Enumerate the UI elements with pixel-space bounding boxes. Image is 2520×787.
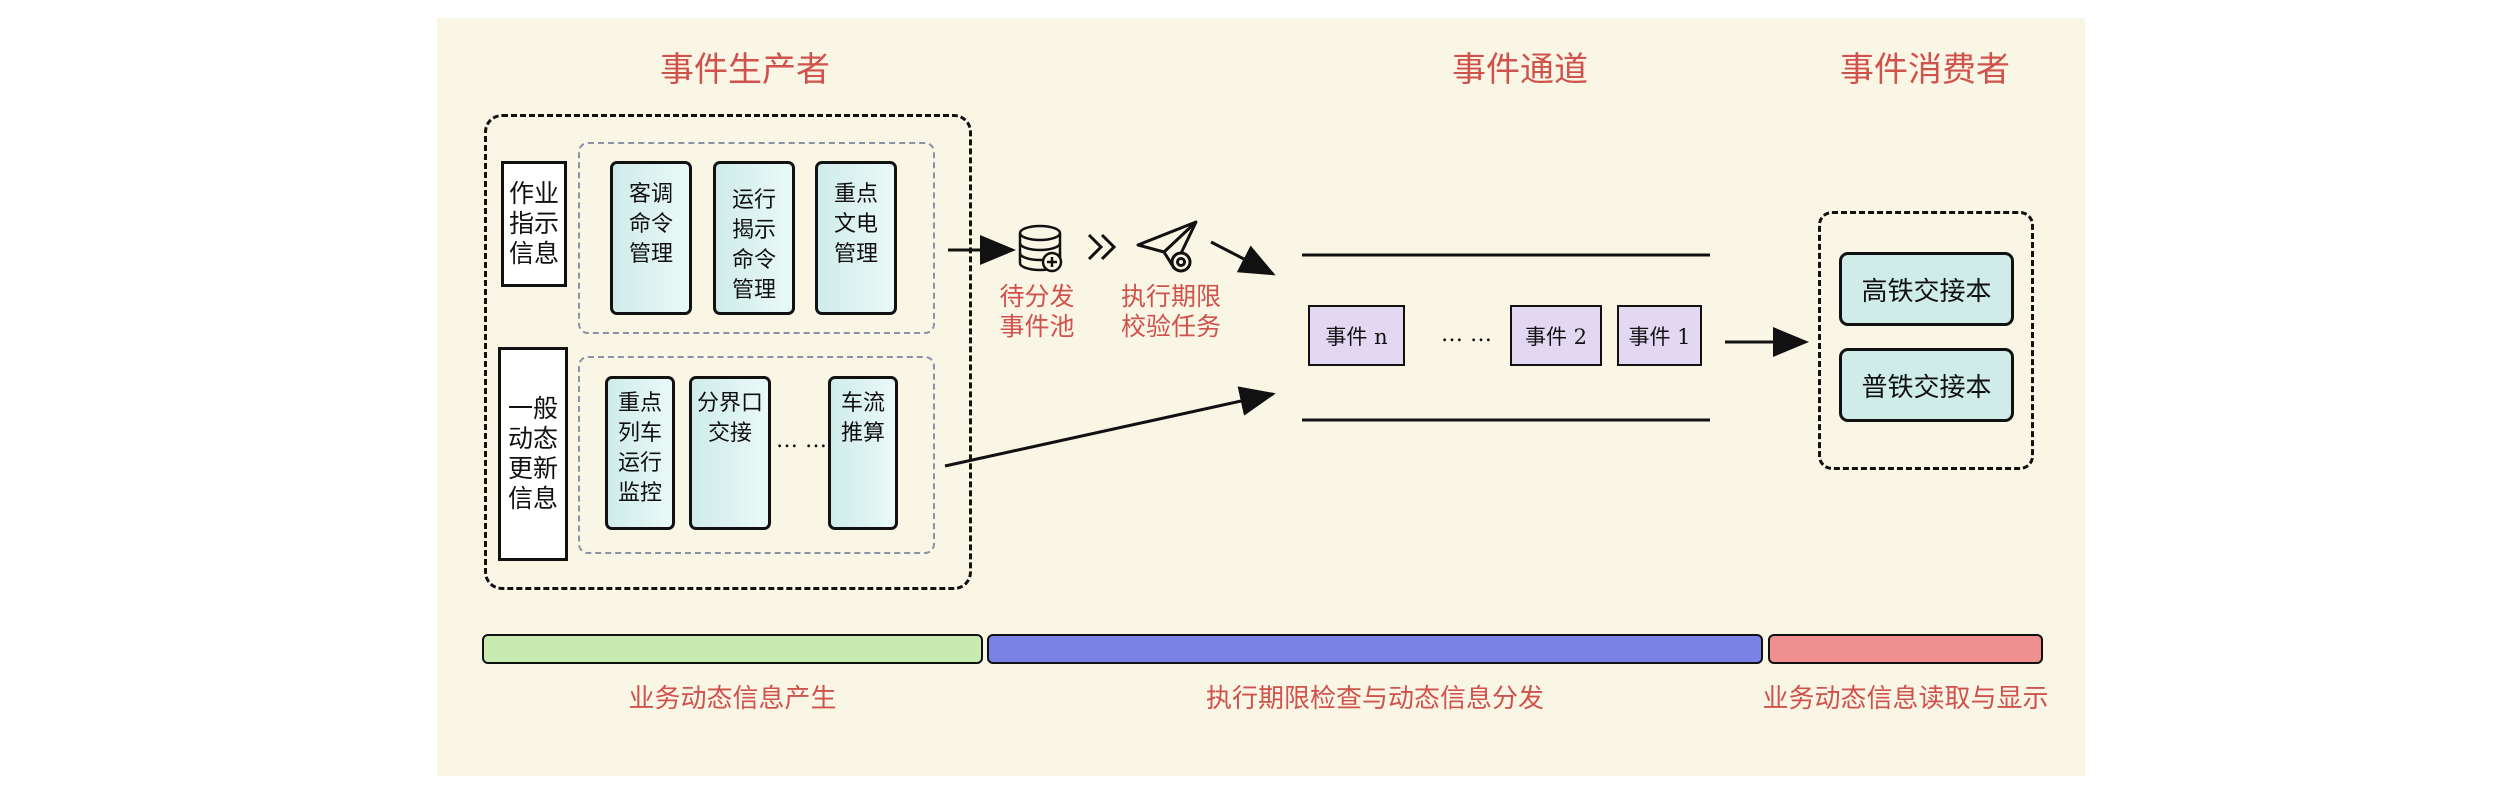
double-chevron-icon bbox=[1087, 233, 1117, 261]
event-label: 事件 n bbox=[1325, 324, 1388, 349]
pool-label-line: 事件池 bbox=[999, 312, 1075, 341]
event-2[interactable]: 事件 2 bbox=[1510, 305, 1602, 366]
label-line: 动态 bbox=[507, 424, 558, 453]
module-text: 交接 bbox=[707, 421, 752, 446]
channel-ellipsis: … … bbox=[1441, 322, 1492, 347]
module-dispatch-command[interactable]: 客调 命令 管理 bbox=[610, 161, 692, 315]
module-text: 命令 bbox=[731, 248, 776, 273]
consumer-high-speed[interactable]: 高铁交接本 bbox=[1839, 252, 2014, 326]
send-task-icon bbox=[1136, 220, 1198, 273]
work-instruction-label: 作业 指示 信息 bbox=[501, 161, 567, 287]
label-line: 指示 bbox=[508, 209, 559, 238]
general-update-group bbox=[578, 356, 935, 554]
producer-container bbox=[484, 114, 972, 590]
module-text: 车流 bbox=[840, 391, 885, 416]
module-text: 重点 bbox=[833, 182, 878, 207]
module-text: 列车 bbox=[617, 421, 662, 446]
module-text: 监控 bbox=[617, 481, 662, 506]
module-text: 客调 bbox=[628, 182, 673, 207]
event-1[interactable]: 事件 1 bbox=[1617, 305, 1702, 366]
task-label-line: 校验任务 bbox=[1120, 312, 1221, 341]
title-channel: 事件通道 bbox=[1452, 50, 1588, 90]
database-icon bbox=[1018, 224, 1063, 273]
event-label: 事件 1 bbox=[1628, 324, 1691, 349]
module-text: 运行 bbox=[617, 451, 662, 476]
module-text: 文电 bbox=[833, 212, 878, 237]
group2-ellipsis: … … bbox=[776, 428, 827, 453]
work-instruction-group bbox=[578, 142, 935, 334]
event-label: 事件 2 bbox=[1524, 324, 1588, 349]
pool-label-line: 待分发 bbox=[999, 282, 1075, 311]
title-consumer: 事件消费者 bbox=[1840, 50, 2010, 90]
task-label-line: 执行期限 bbox=[1120, 282, 1221, 311]
module-train-monitoring[interactable]: 重点 列车 运行 监控 bbox=[605, 376, 675, 530]
module-text: 重点 bbox=[617, 391, 662, 416]
phase-bar-dispatch bbox=[987, 634, 1763, 664]
arrow-task-to-channel bbox=[1210, 240, 1276, 276]
event-n[interactable]: 事件 n bbox=[1308, 305, 1405, 366]
task-label: 执行期限 校验任务 bbox=[1112, 282, 1230, 342]
arrow-general-to-channel bbox=[944, 386, 1276, 468]
module-text: 管理 bbox=[731, 278, 776, 303]
module-operation-notice[interactable]: 运行 揭示 命令 管理 bbox=[713, 161, 795, 315]
label-line: 一般 bbox=[507, 394, 558, 423]
label-line: 作业 bbox=[508, 179, 559, 208]
label-line: 信息 bbox=[507, 484, 558, 513]
phase-label-display: 业务动态信息读取与显示 bbox=[1762, 684, 2049, 714]
module-text: 分界口 bbox=[696, 391, 763, 416]
module-boundary-handover[interactable]: 分界口 交接 bbox=[689, 376, 771, 530]
module-text: 管理 bbox=[833, 242, 878, 267]
phase-label-dispatch: 执行期限检查与动态信息分发 bbox=[1205, 684, 1544, 714]
module-text: 管理 bbox=[628, 242, 673, 267]
title-producer: 事件生产者 bbox=[660, 50, 830, 90]
module-text: 揭示 bbox=[731, 218, 776, 243]
phase-bar-produce bbox=[482, 634, 983, 664]
module-text: 运行 bbox=[731, 188, 776, 213]
label-line: 信息 bbox=[508, 239, 559, 268]
module-text: 命令 bbox=[628, 212, 673, 237]
phase-label-produce: 业务动态信息产生 bbox=[628, 684, 837, 714]
label-line: 更新 bbox=[507, 454, 558, 483]
pool-label: 待分发 事件池 bbox=[982, 282, 1092, 342]
consumer-conventional[interactable]: 普铁交接本 bbox=[1839, 348, 2014, 422]
module-key-telegram[interactable]: 重点 文电 管理 bbox=[815, 161, 897, 315]
phase-bar-display bbox=[1768, 634, 2043, 664]
general-update-label: 一般 动态 更新 信息 bbox=[498, 347, 568, 561]
module-text: 推算 bbox=[840, 421, 885, 446]
consumer-container bbox=[1818, 211, 2034, 470]
module-traffic-flow[interactable]: 车流 推算 bbox=[828, 376, 898, 530]
